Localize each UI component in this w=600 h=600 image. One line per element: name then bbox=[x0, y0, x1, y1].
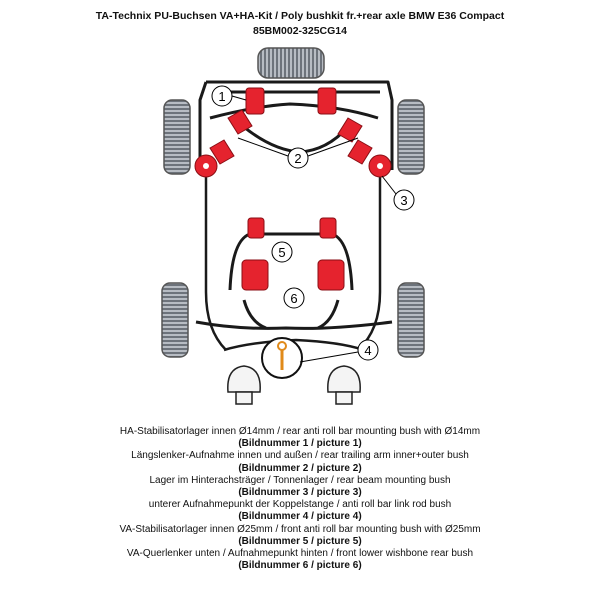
svg-text:6: 6 bbox=[290, 291, 297, 306]
svg-text:1: 1 bbox=[218, 89, 225, 104]
suspension-diagram: 1 2 3 4 5 6 bbox=[161, 47, 425, 405]
part-number: 85BM002-325CG14 bbox=[253, 25, 347, 37]
part-2-description: Längslenker-Aufnahme innen und außen / r… bbox=[131, 450, 469, 462]
tire-rear-top bbox=[257, 47, 325, 79]
rear-bushes bbox=[209, 87, 373, 165]
front-subframe bbox=[195, 232, 393, 330]
callout-5: 5 bbox=[271, 241, 293, 263]
tire-front-right bbox=[397, 282, 425, 358]
callout-4: 4 bbox=[299, 339, 379, 363]
part-3-picture: (Bildnummer 3 / picture 3) bbox=[238, 487, 362, 499]
front-bushes bbox=[241, 217, 345, 291]
part-1-picture: (Bildnummer 1 / picture 1) bbox=[238, 438, 362, 450]
svg-text:5: 5 bbox=[278, 245, 285, 260]
parts-list: HA-Stabilisatorlager innen Ø14mm / rear … bbox=[0, 426, 600, 572]
tire-front-left bbox=[161, 282, 189, 358]
part-5-picture: (Bildnummer 5 / picture 5) bbox=[238, 535, 362, 547]
part-1-description: HA-Stabilisatorlager innen Ø14mm / rear … bbox=[119, 426, 481, 437]
body-frame bbox=[204, 160, 382, 351]
part-2-picture: (Bildnummer 2 / picture 2) bbox=[238, 462, 362, 474]
callout-1: 1 bbox=[211, 85, 247, 107]
part-4-picture: (Bildnummer 4 / picture 4) bbox=[238, 511, 362, 523]
svg-text:2: 2 bbox=[294, 151, 301, 166]
front-anti-roll-bar bbox=[223, 338, 365, 352]
tire-rear-left bbox=[163, 99, 191, 175]
svg-text:4: 4 bbox=[364, 343, 371, 358]
part-4-description: unterer Aufnahmepunkt der Koppelstange /… bbox=[148, 499, 452, 511]
part-6-description: VA-Querlenker unten / Aufnahmepunkt hint… bbox=[126, 548, 474, 560]
svg-text:3: 3 bbox=[400, 193, 407, 208]
part-5-description: VA-Stabilisatorlager innen Ø25mm / front… bbox=[119, 523, 481, 535]
part-6-picture: (Bildnummer 6 / picture 6) bbox=[238, 560, 362, 572]
tire-rear-right bbox=[397, 99, 425, 175]
page-title: TA-Technix PU-Buchsen VA+HA-Kit / Poly b… bbox=[95, 10, 505, 22]
callout-2: 2 bbox=[237, 137, 359, 169]
callout-3: 3 bbox=[381, 175, 415, 211]
rear-axle-frame bbox=[198, 80, 394, 170]
callout-6: 6 bbox=[283, 287, 305, 309]
steering-gear bbox=[227, 365, 361, 405]
part-3-description: Lager im Hinterachsträger / Tonnenlager … bbox=[149, 474, 451, 486]
